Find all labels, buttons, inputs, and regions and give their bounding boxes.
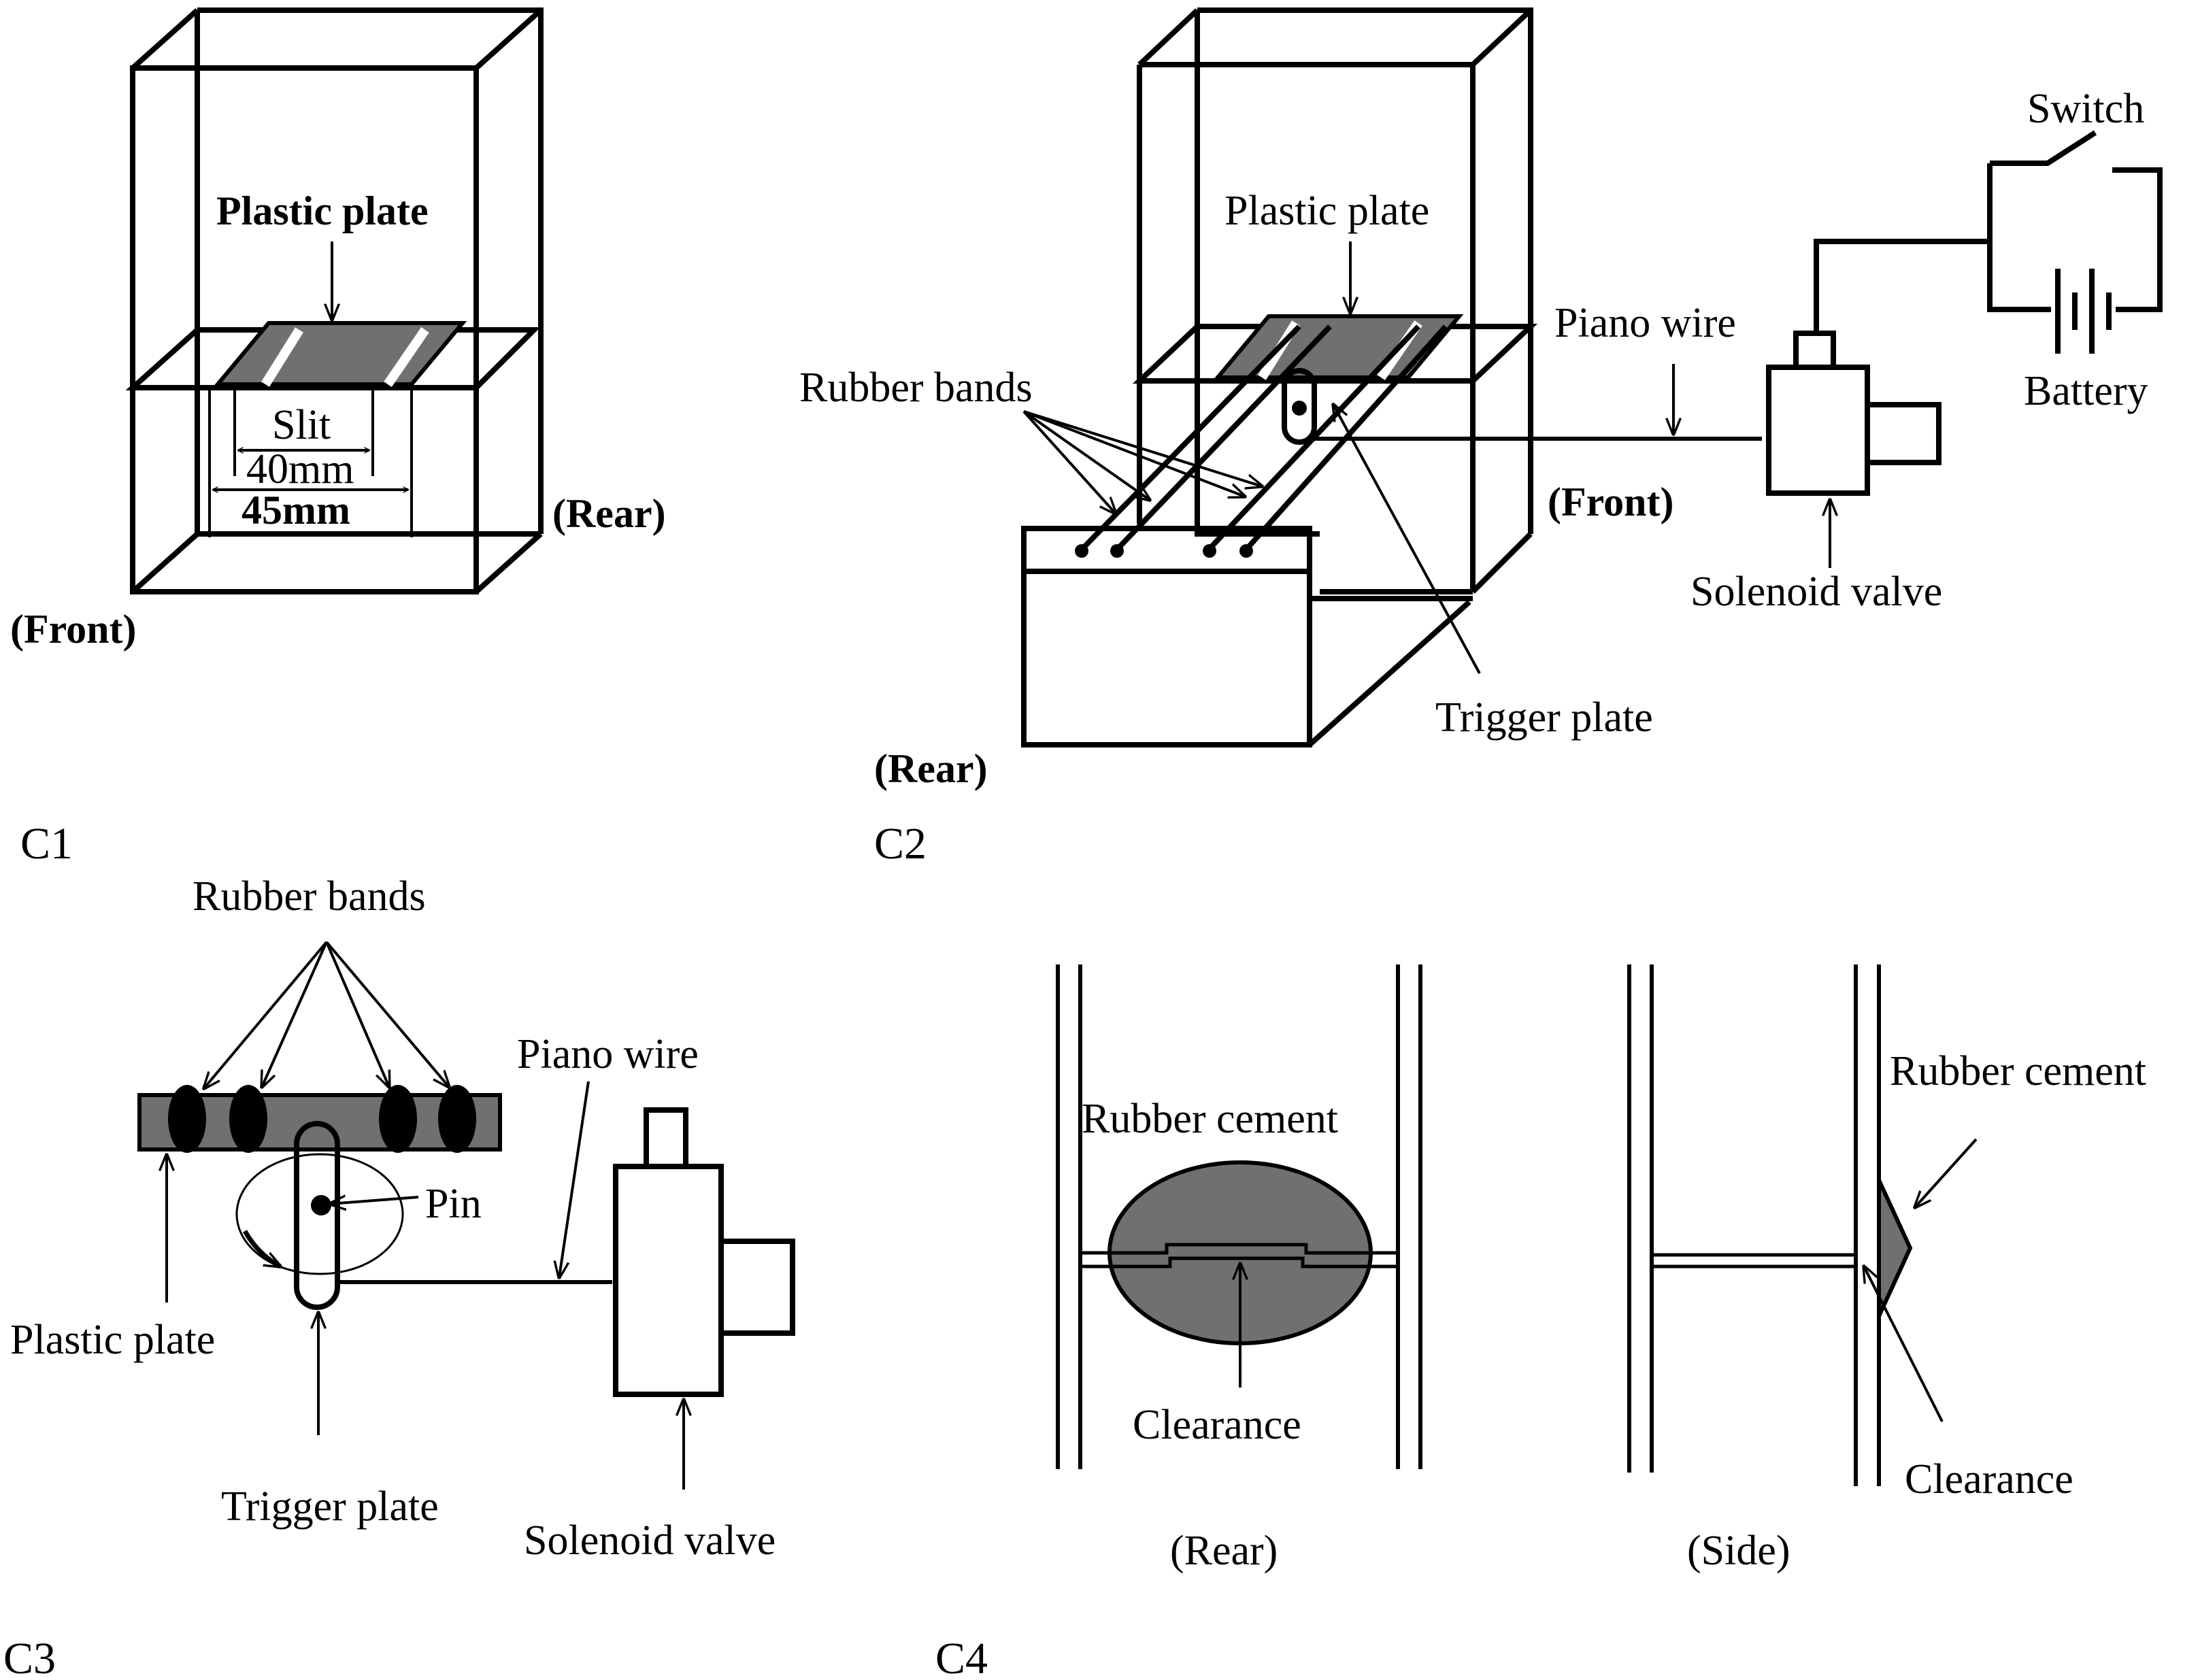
c3-rubber-bands-label: Rubber bands (193, 873, 426, 920)
c2-front-label: (Front) (1548, 480, 1674, 524)
c2-panel-id: C2 (874, 819, 927, 869)
c2-trigger-plate (1282, 368, 1317, 445)
c3-trigger-plate (235, 1121, 404, 1310)
c3-plastic-plate-label: Plastic plate (10, 1317, 215, 1363)
c3-rubber-bands (168, 1085, 476, 1153)
c4-rear-clearance-label: Clearance (1133, 1402, 1301, 1448)
c1-rear-label: (Rear) (552, 491, 666, 536)
c4-rear-view (1056, 964, 1422, 1469)
c2-solenoid-valve-label: Solenoid valve (1690, 569, 1942, 615)
c1-dim-40-label: 40mm (246, 446, 354, 492)
c2-plastic-plate (1213, 314, 1464, 380)
c4-side-rubber-cement (1877, 1179, 1913, 1317)
c3-solenoid-valve-label: Solenoid valve (524, 1517, 776, 1564)
c1-plate-shelf (125, 321, 541, 394)
c2-piano-wire-label: Piano wire (1554, 300, 1736, 346)
c4-rear-rubber-cement-label: Rubber cement (1082, 1096, 1338, 1142)
c1-box-frame (130, 7, 544, 594)
c2-circuit (1814, 130, 2163, 354)
c3-pin-label: Pin (425, 1181, 482, 1227)
c3-piano-wire-label: Piano wire (517, 1031, 699, 1077)
panel-c2: Plastic plate Rubber bands Piano wire Sw… (799, 7, 2163, 869)
c1-slit-label: Slit (272, 402, 331, 448)
c4-side-clearance-label: Clearance (1905, 1456, 2073, 1502)
c4-side-view (1627, 964, 1978, 1486)
c2-solenoid-valve (1766, 331, 1941, 496)
c3-solenoid-valve (613, 1107, 795, 1397)
c2-arrows (1022, 241, 1830, 674)
panel-c3: Rubber bands Piano wire Pin Plastic plat… (3, 873, 795, 1680)
c1-front-label: (Front) (10, 607, 137, 652)
c2-battery-label: Battery (2024, 368, 2148, 414)
c4-panel-id: C4 (935, 1634, 988, 1680)
c4-side-view-label: (Side) (1687, 1528, 1790, 1574)
c3-arrows (167, 941, 684, 1490)
panel-c4: Rubber cement Clearance (Rear) Rubber ce… (935, 964, 2146, 1680)
c3-trigger-plate-label: Trigger plate (221, 1483, 439, 1530)
c1-plastic-plate-label: Plastic plate (216, 188, 429, 233)
c2-trigger-plate-label: Trigger plate (1435, 694, 1653, 741)
c2-rear-board (1021, 526, 1312, 747)
c2-switch-label: Switch (2027, 86, 2144, 132)
c2-plastic-plate-label: Plastic plate (1224, 188, 1429, 234)
c4-rear-view-label: (Rear) (1170, 1528, 1278, 1574)
panel-c1: Plastic plate Slit 40mm 45mm (Rear) (Fro… (10, 7, 666, 869)
c1-dimensions (208, 388, 413, 537)
c1-dim-45-label: 45mm (241, 488, 350, 533)
c2-rear-label: (Rear) (874, 746, 988, 791)
c1-panel-id: C1 (20, 819, 73, 869)
c4-side-rubber-cement-label: Rubber cement (1890, 1048, 2146, 1094)
c3-panel-id: C3 (3, 1634, 56, 1680)
c2-rubber-bands-label: Rubber bands (799, 365, 1033, 411)
